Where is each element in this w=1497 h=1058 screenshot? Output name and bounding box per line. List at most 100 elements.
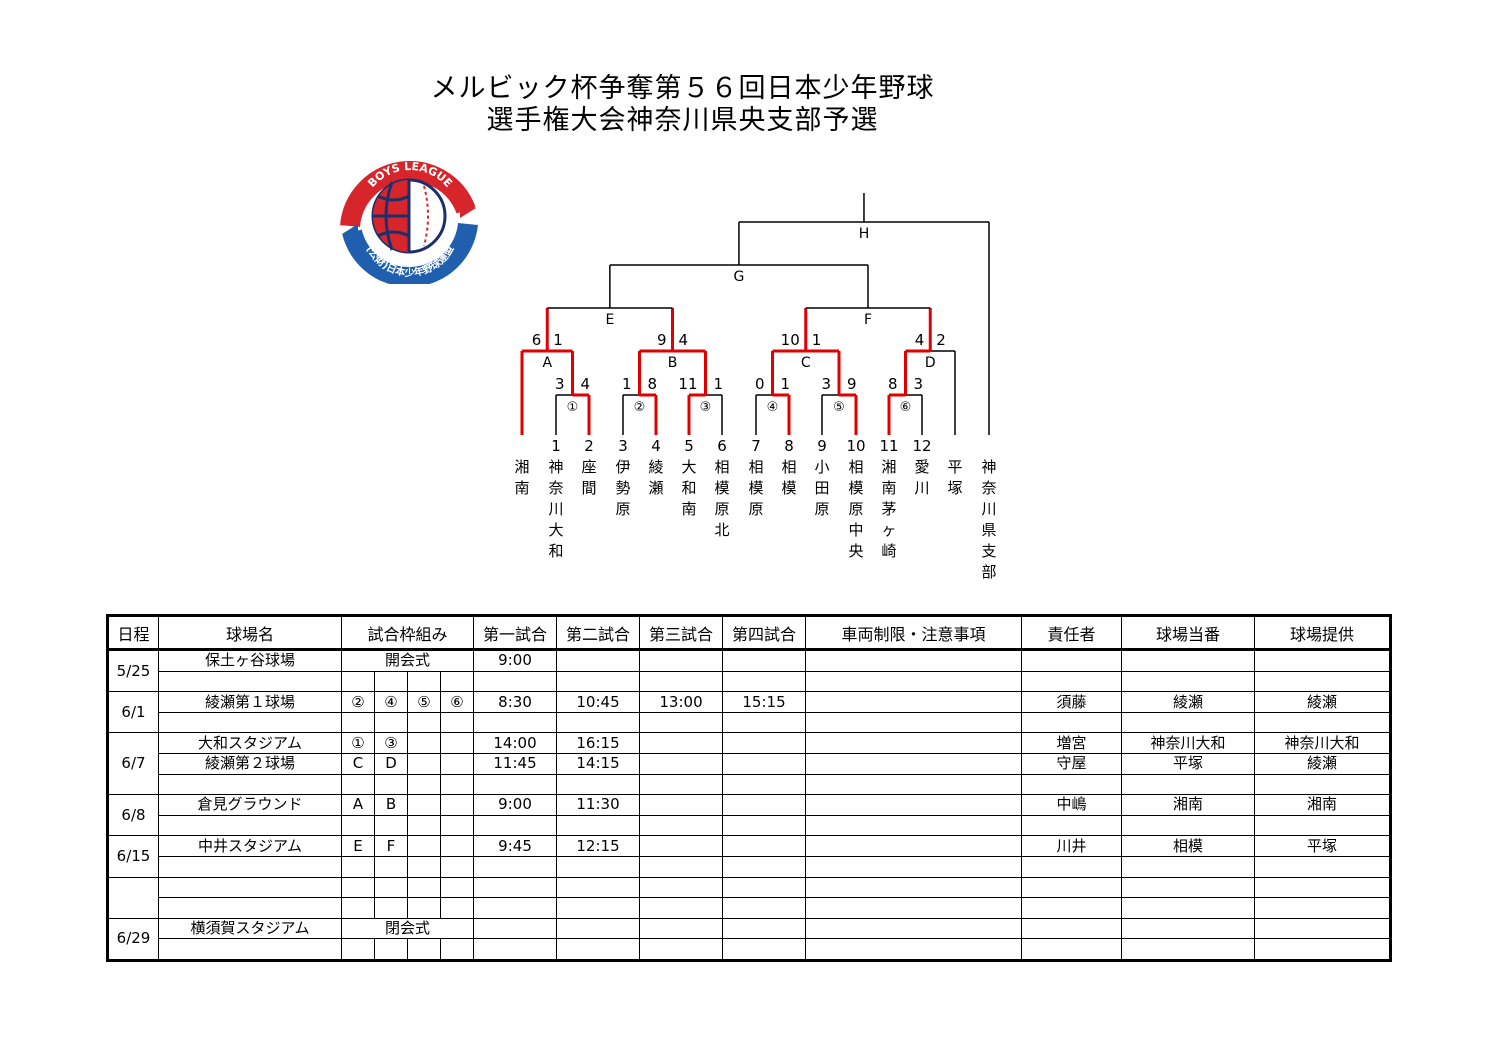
row-provider: 湘南 [1254,794,1392,816]
row-game-time [556,917,641,940]
row-venue [158,670,342,693]
team-name-char: 相 [848,458,863,476]
row-provider [1254,711,1392,734]
row-slot [341,670,375,693]
row-game-time [639,670,724,693]
header-game-4: 第四試合 [722,615,807,651]
row-slot [439,670,475,693]
first-round-score-right: 3 [914,375,924,393]
row-game-time: 12:15 [556,835,641,857]
row-slot: ④ [374,691,408,713]
row-slot: F [374,835,408,857]
row-slot [439,814,475,837]
row-slot [439,753,475,775]
row-game-time [473,897,558,919]
team-name-char: 川 [981,500,996,518]
schedule-row [108,814,1392,837]
row-duty [1121,711,1256,734]
second-round-score-left: 4 [915,331,925,349]
team-name-char: 原 [714,500,729,518]
row-game-time [722,732,807,754]
row-slot: ② [341,691,375,713]
row-responsible: 中嶋 [1021,794,1123,816]
row-provider [1254,649,1392,672]
row-slot [407,753,441,775]
second-round-score-right: 4 [679,331,689,349]
tournament-bracket: ①34②18③111④01⑤39⑥83A61B94C101D42EFGH湘南湘南… [514,193,997,581]
team-name-char: 相 [748,458,763,476]
team-name-char: 和 [681,479,696,497]
header-provider: 球場提供 [1254,615,1392,651]
row-game-time: 14:15 [556,753,641,775]
row-game-time [639,835,724,857]
team-name-char: 茅 [881,500,896,518]
row-duty: 神奈川大和 [1121,732,1256,754]
team-name-char: 田 [814,479,829,497]
row-duty [1121,917,1256,940]
team-name-char: 和 [548,542,563,560]
row-notes [805,938,1023,961]
row-slot [341,938,375,961]
row-game-time [473,711,558,734]
row-venue [158,897,342,919]
row-game-time [722,649,807,672]
row-slot [341,773,375,796]
row-provider: 綾瀬 [1254,753,1392,775]
row-game-time [639,855,724,878]
team-name-char: 小 [814,458,829,476]
first-round-score-left: 3 [555,375,565,393]
row-responsible [1021,773,1123,796]
header-duty: 球場当番 [1121,615,1256,651]
header-slots: 試合枠組み [340,615,475,651]
row-notes [805,670,1023,693]
row-game-time [556,773,641,796]
schedule-row [108,938,1392,961]
row-slot [407,814,441,837]
team-name-char: 支 [981,542,996,560]
row-slot [341,897,375,919]
team-name-char: 塚 [947,479,962,497]
first-round-label: ④ [767,400,779,415]
row-game-time [722,753,807,775]
row-slot [341,876,375,899]
round-g-label: G [734,269,745,285]
row-slot: C [341,753,375,775]
row-provider [1254,670,1392,693]
row-notes [805,835,1023,857]
team-name-char: 南 [681,500,696,518]
team-name-char: 平 [947,458,962,476]
row-duty: 綾瀬 [1121,691,1256,713]
first-round-score-left: 8 [888,375,898,393]
row-game-time [722,855,807,878]
header-responsible: 責任者 [1021,615,1123,651]
row-venue: 綾瀬第１球場 [158,691,342,713]
row-slot [407,773,441,796]
team-name-char: 奈 [981,479,996,497]
row-slot [374,670,408,693]
row-game-time: 14:00 [473,732,558,754]
row-venue: 大和スタジアム [158,732,342,754]
row-slot [439,732,475,754]
row-game-time [556,814,641,837]
row-notes [805,917,1023,940]
team-name-char: 神 [981,458,996,476]
row-slot: B [374,794,408,816]
team-seed: 4 [651,437,661,455]
team-name-char: 湘 [514,458,529,476]
row-notes [805,773,1023,796]
row-slot: D [374,753,408,775]
first-round-score-right: 1 [714,375,724,393]
row-date: 6/7 [107,732,159,796]
second-round-label: A [542,355,552,371]
row-slot [374,938,408,961]
row-provider [1254,917,1392,940]
row-slot [439,773,475,796]
row-game-time: 11:30 [556,794,641,816]
row-slot [374,855,408,878]
team-name-char: 南 [881,479,896,497]
team-name-char: 部 [981,563,996,581]
header-game-3: 第三試合 [639,615,724,651]
row-game-time [722,711,807,734]
